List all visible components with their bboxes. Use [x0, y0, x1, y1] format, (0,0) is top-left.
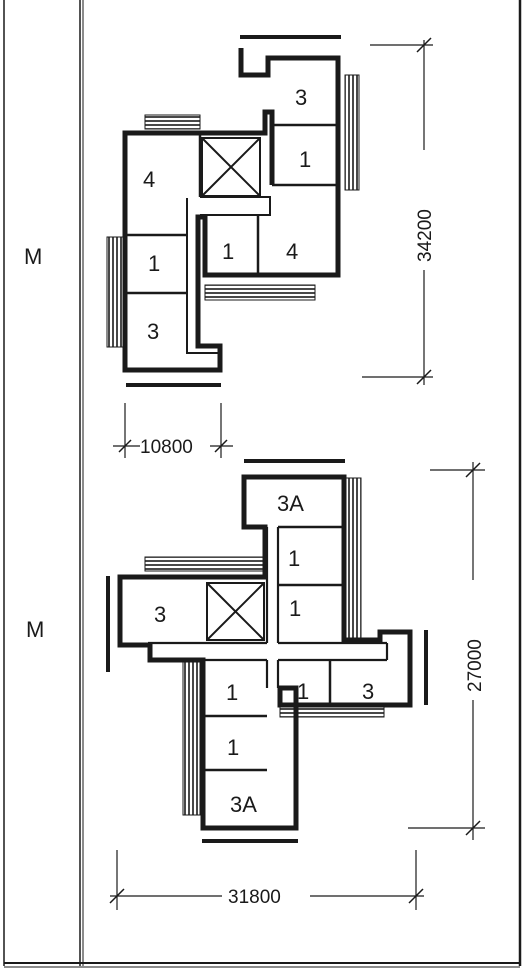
plan-bottom: 3A 1 1 3 1 1 3 1 3A 27000 31800: [106, 459, 486, 910]
room-label: 1: [222, 239, 234, 264]
row-label-bottom: M: [26, 617, 44, 642]
room-label: 1: [148, 251, 160, 276]
plan-top-partitions: [125, 123, 338, 295]
plan-bottom-dim-width: [109, 850, 424, 910]
plan-bottom-width-label: 31800: [228, 887, 281, 908]
room-label: 1: [299, 147, 311, 172]
plan-bottom-walls: [117, 474, 413, 831]
balcony-hatch-icon: [144, 556, 266, 572]
stair-cross-icon: [201, 137, 261, 197]
room-label: 1: [288, 546, 300, 571]
dimension-tick-icon: [416, 37, 432, 53]
dimension-tick-icon: [214, 439, 228, 453]
balcony-hatch-icon: [144, 114, 201, 130]
room-label: 1: [297, 679, 309, 704]
room-label: 3A: [277, 491, 304, 516]
balcony-hatch-icon: [344, 74, 360, 191]
sheet-frame: [3, 0, 522, 968]
plan-top-walls: [122, 48, 341, 373]
dimension-tick-icon: [109, 888, 125, 904]
dimension-tick-icon: [465, 462, 481, 478]
plan-bottom-partitions: [202, 525, 344, 772]
room-label: 4: [143, 167, 155, 192]
room-label: 3: [154, 602, 166, 627]
plan-top: 3 1 4 1 4 1 3 34200 10800: [106, 35, 436, 458]
dimension-tick-icon: [408, 888, 424, 904]
balcony-hatch-icon: [343, 477, 362, 641]
plan-top-width-label: 10800: [140, 437, 193, 458]
room-label: 1: [289, 596, 301, 621]
stair-cross-icon: [206, 582, 265, 641]
dimension-tick-icon: [118, 439, 132, 453]
room-label: 3: [295, 85, 307, 110]
balcony-hatch-icon: [182, 659, 201, 816]
balcony-hatch-icon: [204, 284, 316, 301]
plan-top-dim-height: [362, 37, 433, 385]
dimension-tick-icon: [465, 820, 481, 836]
room-label: 1: [226, 680, 238, 705]
plan-top-dim-width: [113, 403, 233, 458]
dimension-tick-icon: [416, 369, 432, 385]
room-label: 3: [147, 319, 159, 344]
room-label: 1: [227, 735, 239, 760]
row-label-top: M: [24, 244, 42, 269]
plan-bottom-corridor: [148, 527, 389, 688]
plan-top-height-label: 34200: [415, 209, 436, 262]
room-label: 3: [362, 679, 374, 704]
plan-bottom-height-label: 27000: [465, 639, 486, 692]
room-label: 4: [286, 239, 298, 264]
balcony-hatch-icon: [106, 236, 124, 348]
plan-bottom-dim-height: [408, 462, 485, 840]
room-label: 3A: [230, 792, 257, 817]
